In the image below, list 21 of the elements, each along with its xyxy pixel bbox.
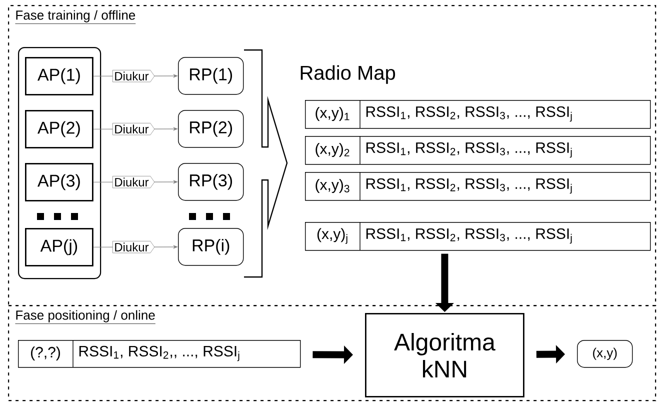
table-row: (x,y)$_{2}$ RSSI$_{1}$, RSSI$_{2}$, RSSI$_{3}$, ..., RSSI$_{j}$ — [305, 136, 651, 165]
rounded-box: (x,y) — [577, 340, 633, 368]
edge-label: Diukur — [112, 240, 155, 254]
table-row: (?,?) RSSI$_{1}$, RSSI$_{2}$,, ..., RSSI$_{j}$ — [18, 340, 301, 368]
table-row: (x,y)$_{j}$ RSSI$_{1}$, RSSI$_{2}$, RSSI$_{3}$, ..., RSSI$_{j}$ — [305, 222, 651, 251]
rounded-box: RP(2) — [178, 110, 244, 148]
box: AP(3) — [25, 163, 94, 202]
edge-label: Diukur — [112, 176, 155, 188]
group-box — [18, 47, 102, 280]
rounded-box: RP(3) — [178, 163, 244, 201]
table-row: (x,y)$_{3}$ RSSI$_{1}$, RSSI$_{2}$, RSSI$_{3}$, ..., RSSI$_{j}$ — [305, 172, 651, 201]
table-row: (x,y)$_{1}$ RSSI$_{1}$, RSSI$_{2}$, RSSI$_{3}$, ..., RSSI$_{j}$ — [305, 100, 651, 129]
box: AP(2) — [25, 110, 94, 148]
edge-label: Diukur — [112, 122, 155, 136]
box: AP(j) — [25, 228, 94, 266]
edge-label: Diukur — [112, 70, 155, 82]
table-title: Radio Map — [300, 65, 396, 84]
process-box: Algoritma kNN — [365, 313, 524, 398]
rounded-box: RP(i) — [178, 228, 244, 266]
box: AP(1) — [25, 57, 94, 96]
rounded-box: RP(1) — [178, 57, 244, 95]
